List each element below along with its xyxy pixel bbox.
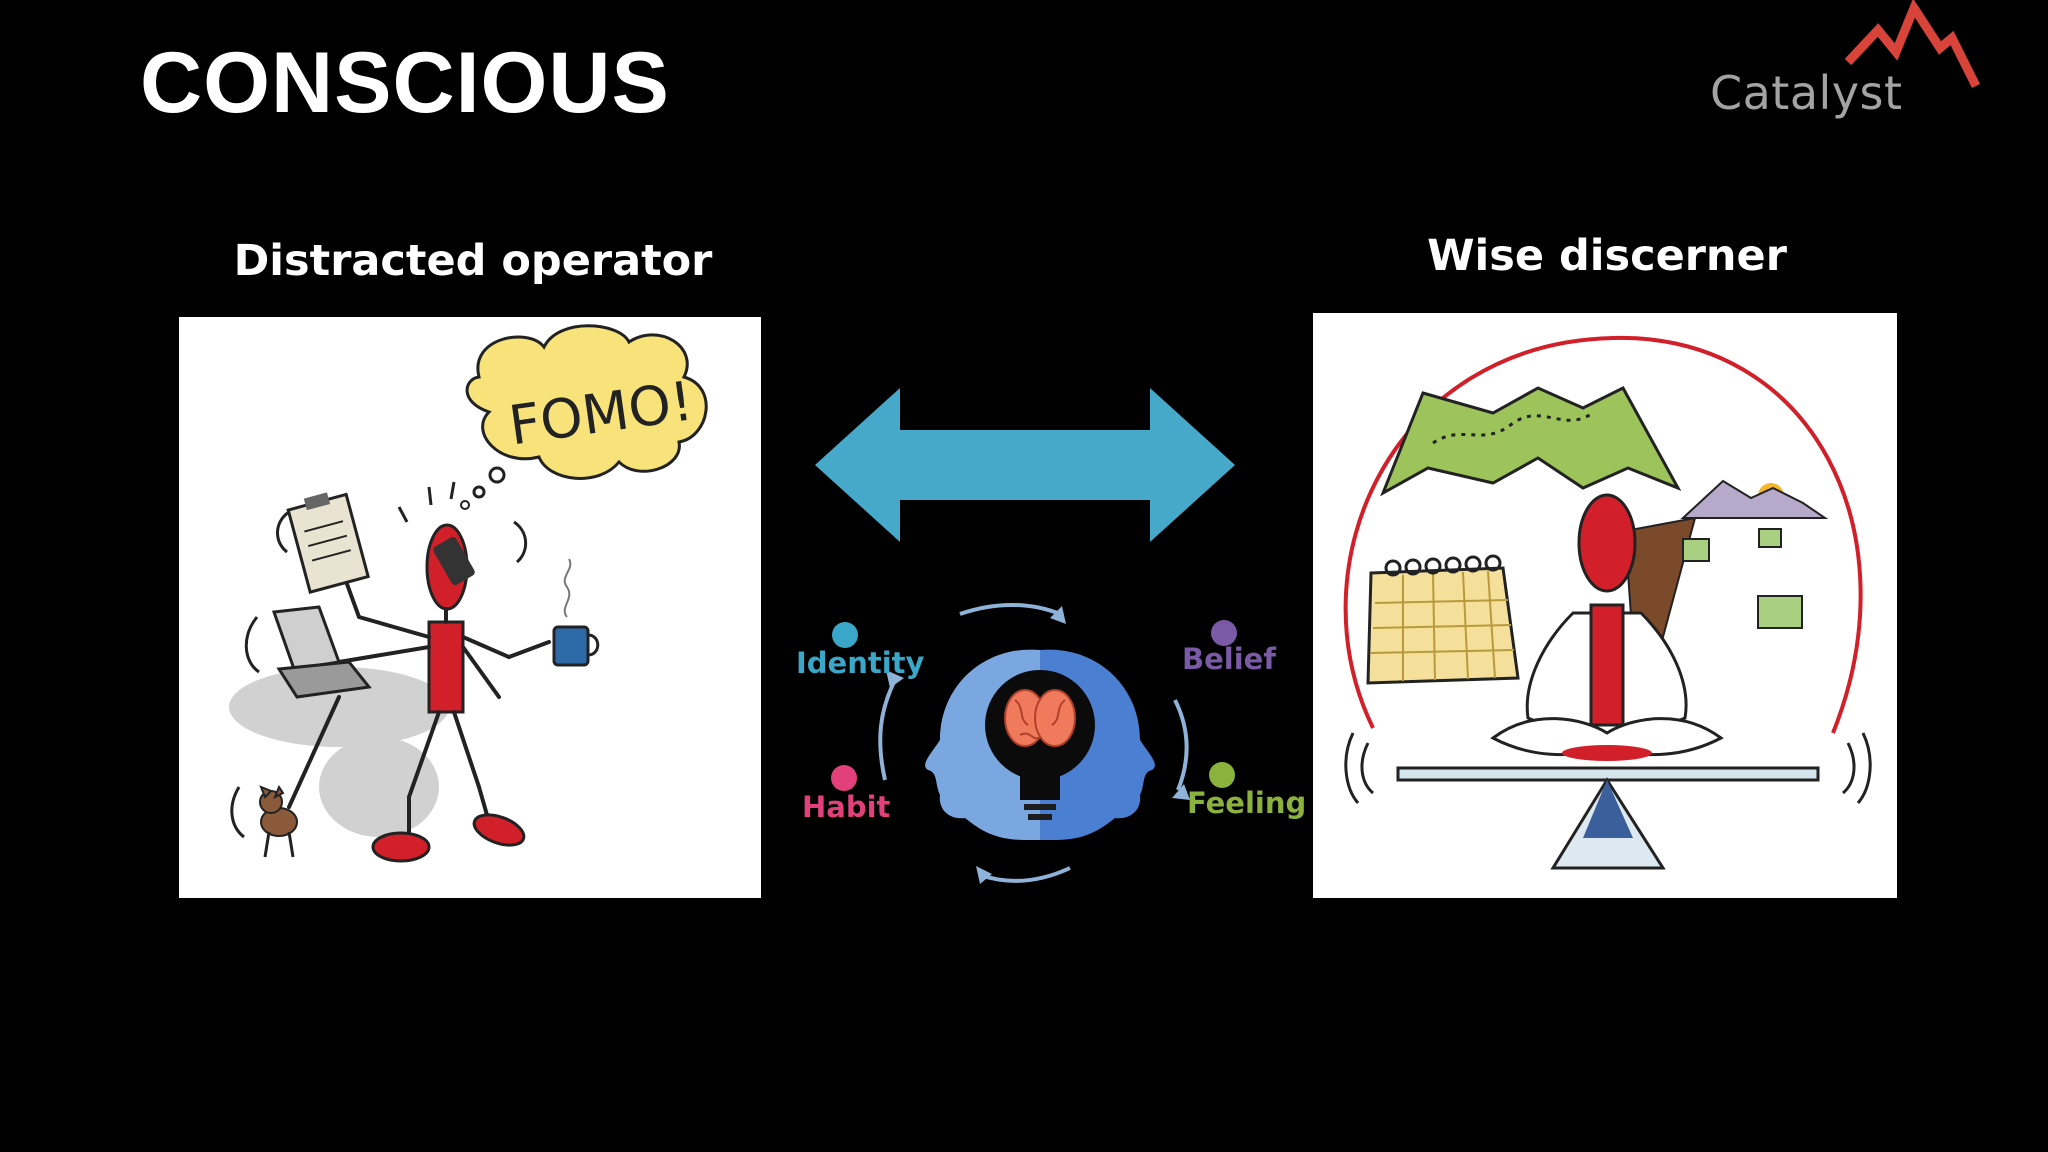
wise-discerner-illustration	[1313, 313, 1897, 898]
laptop	[271, 605, 372, 699]
brain-head-icon	[878, 603, 1190, 884]
catalyst-logo: Catalyst	[1700, 0, 2000, 130]
balance-seesaw	[1396, 766, 1820, 870]
label-habit: Habit	[802, 790, 891, 824]
identity-icon	[832, 622, 858, 648]
enlightenment-arc	[1343, 335, 1863, 734]
slide-title: CONSCIOUS	[140, 35, 670, 131]
thought-bubble: FOMO!	[460, 324, 708, 510]
dog	[259, 784, 298, 858]
label-belief: Belief	[1182, 642, 1276, 676]
double-arrow-icon	[815, 388, 1235, 542]
habit-icon	[831, 765, 857, 791]
coffee-mug	[552, 558, 600, 667]
feeling-icon	[1209, 762, 1235, 788]
label-feeling: Feeling	[1187, 786, 1307, 820]
clipboard	[286, 492, 370, 594]
heading-distracted-operator: Distracted operator	[233, 236, 713, 286]
distracted-operator-illustration: FOMO!	[179, 317, 761, 898]
figure-torso	[427, 620, 465, 714]
identity-cycle-diagram: Identity Belief Habit Feeling	[780, 590, 1306, 890]
map-icon	[1380, 386, 1682, 497]
mountain-sun-icon	[1680, 479, 1829, 519]
calendar-icon	[1366, 554, 1520, 685]
meditating-figure	[1490, 493, 1724, 761]
heading-wise-discerner: Wise discerner	[1427, 231, 1787, 281]
belief-icon	[1211, 620, 1237, 646]
mountain-logo-icon	[1844, 0, 1981, 89]
logo-text: Catalyst	[1710, 66, 1903, 120]
label-identity: Identity	[796, 646, 925, 680]
